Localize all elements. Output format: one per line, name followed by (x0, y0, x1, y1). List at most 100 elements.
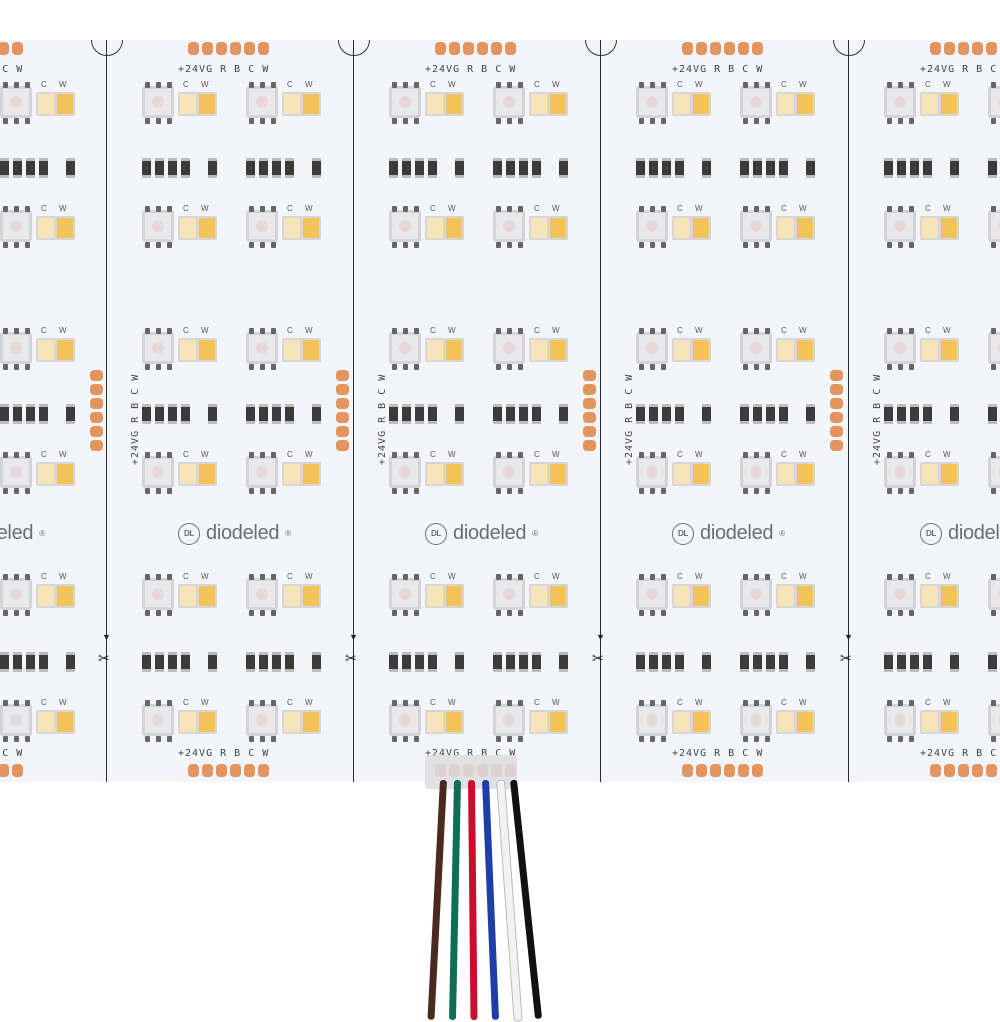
label-w: W (695, 572, 703, 581)
led-pin (887, 452, 892, 458)
led-pin (145, 206, 150, 212)
spacer (792, 158, 802, 178)
copper-pad (188, 764, 199, 777)
label-c: C (287, 450, 293, 459)
rgb-led (389, 86, 421, 118)
cool-white-led (920, 710, 940, 734)
cool-white-led (178, 92, 198, 116)
label-c: C (183, 450, 189, 459)
led-pin (3, 736, 8, 742)
copper-pad (202, 764, 213, 777)
resistor (259, 404, 268, 424)
led-pin (271, 700, 276, 706)
led-pin (887, 206, 892, 212)
led-pin (260, 610, 265, 616)
led-pin (898, 364, 903, 370)
resistor-row (142, 404, 217, 424)
led-pin (909, 118, 914, 124)
resistor-row (636, 158, 711, 178)
led-pin (260, 82, 265, 88)
scissors-icon: ✂ (345, 650, 357, 666)
led-pin (518, 118, 523, 124)
resistor (950, 652, 959, 672)
resistor (208, 158, 217, 178)
label-c: C (430, 204, 436, 213)
pad-label-bottom: +24VG R B C W (178, 748, 270, 759)
label-w: W (305, 698, 313, 707)
led-pin (496, 328, 501, 334)
led-pin (414, 452, 419, 458)
led-pin (765, 574, 770, 580)
resistor-row (988, 404, 1000, 424)
led-pin (639, 488, 644, 494)
led-pin (887, 242, 892, 248)
pad-label-vertical: +24VG R B C W (130, 373, 141, 465)
resistor-row (493, 158, 568, 178)
label-w: W (448, 204, 456, 213)
resistor (246, 158, 255, 178)
led-pin (518, 700, 523, 706)
led-pin (414, 206, 419, 212)
resistor (493, 158, 502, 178)
led-pin (167, 610, 172, 616)
rgb-led (636, 456, 668, 488)
led-pin (887, 328, 892, 334)
led-pin (414, 242, 419, 248)
led-pin (249, 452, 254, 458)
label-c: C (781, 204, 787, 213)
resistor (923, 652, 932, 672)
resistor (402, 404, 411, 424)
copper-pad (336, 398, 349, 409)
resistor (312, 158, 321, 178)
rgb-led (246, 704, 278, 736)
resistor (988, 652, 997, 672)
led-pin (765, 118, 770, 124)
resistor (559, 158, 568, 178)
resistor (923, 404, 932, 424)
led-pin (650, 610, 655, 616)
led-pin (414, 610, 419, 616)
led-module: CW (988, 452, 1000, 500)
copper-pad (0, 764, 9, 777)
resistor (897, 652, 906, 672)
resistor-row (884, 652, 959, 672)
warm-white-led (795, 338, 815, 362)
warm-white-led (795, 92, 815, 116)
led-pin (392, 364, 397, 370)
led-pin (392, 452, 397, 458)
led-pin (639, 736, 644, 742)
warm-white-led (691, 584, 711, 608)
led-pin (25, 82, 30, 88)
led-pin (156, 206, 161, 212)
warm-white-led (301, 216, 321, 240)
resistor (246, 652, 255, 672)
cool-white-led (36, 92, 56, 116)
pad-label-top: +24VG R B C W (0, 64, 24, 75)
resistor (272, 158, 281, 178)
led-pin (518, 82, 523, 88)
led-pin (271, 242, 276, 248)
warm-white-led (197, 584, 217, 608)
label-w: W (59, 450, 67, 459)
cool-white-led (36, 584, 56, 608)
led-pin (661, 488, 666, 494)
led-pin (403, 82, 408, 88)
led-pin (145, 610, 150, 616)
led-pin (145, 452, 150, 458)
led-pin (145, 242, 150, 248)
mounting-hole (91, 40, 123, 56)
rgb-led (389, 210, 421, 242)
